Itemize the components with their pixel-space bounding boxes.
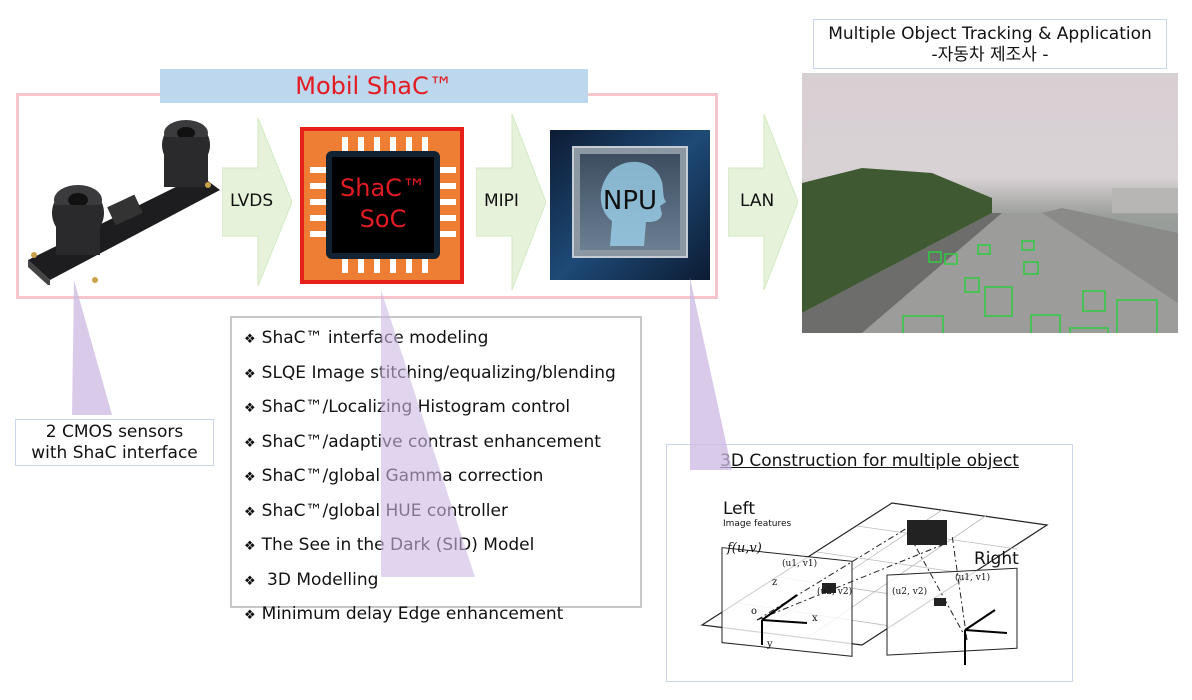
coord-left-u1v1: (u1, v1) <box>782 559 818 569</box>
mipi-label: MIPI <box>484 191 519 211</box>
left-label: Left <box>723 499 755 519</box>
feature-text: Minimum delay Edge enhancement <box>261 604 564 624</box>
feature-text: ShaC™/global Gamma correction <box>261 466 544 486</box>
cmos-label-line2: with ShaC interface <box>31 443 198 463</box>
left-sublabel: Image features <box>723 519 792 529</box>
right-label: Right <box>974 549 1019 569</box>
head-icon <box>600 161 666 246</box>
diamond-bullet-icon: ❖ <box>244 573 256 589</box>
feature-text: SLQE Image stitching/equalizing/blending <box>261 362 616 383</box>
diamond-bullet-icon: ❖ <box>244 608 256 623</box>
cmos-label-line1: 2 CMOS sensors <box>45 422 184 442</box>
cmos-sensor-label: 2 CMOS sensors with ShaC interface <box>15 419 214 466</box>
feature-text: 3D Modelling <box>261 569 379 590</box>
soc-line1: ShaC™ <box>340 174 426 202</box>
diamond-bullet-icon: ❖ <box>244 435 256 451</box>
system-title: Mobil ShaC™ <box>160 69 588 103</box>
feature-item: ❖ ShaC™/adaptive contrast enhancement <box>244 426 640 461</box>
diamond-bullet-icon: ❖ <box>244 401 256 416</box>
axis-z-label: z <box>772 577 778 588</box>
lvds-label: LVDS <box>230 191 274 211</box>
feature-text: ShaC™ interface modeling <box>261 328 489 348</box>
feature-list: ❖ ShaC™ interface modeling ❖ SLQE Image sti… <box>230 316 642 624</box>
func-label: f(u,v) <box>727 541 762 556</box>
diamond-bullet-icon: ❖ <box>244 504 256 520</box>
coord-right-u2v2: (u2, v2) <box>892 587 928 597</box>
lvds-arrow: LVDS <box>221 117 293 287</box>
stereo-geometry-diagram <box>700 502 1049 665</box>
diamond-bullet-icon: ❖ <box>244 539 256 554</box>
feature-item: ❖ The See in the Dark (SID) Model <box>244 529 640 564</box>
tracking-title-line1: Multiple Object Tracking & Application <box>828 24 1152 44</box>
shac-soc-chip: ShaC™ SoC <box>300 127 464 284</box>
feature-text: The See in the Dark (SID) Model <box>261 535 535 555</box>
tracking-title: Multiple Object Tracking & Application -… <box>813 19 1167 69</box>
feature-text: ShaC™/global HUE controller <box>261 500 508 521</box>
3d-construction-panel: 3D Construction for multiple object Left… <box>666 444 1073 682</box>
diamond-bullet-icon: ❖ <box>244 470 256 485</box>
tracking-boxes <box>902 240 1158 333</box>
feature-text: ShaC™/adaptive contrast enhancement <box>261 431 601 452</box>
lan-arrow: LAN <box>727 113 799 291</box>
feature-item: ❖ ShaC™ interface modeling <box>244 322 640 357</box>
feature-item: ❖ SLQE Image stitching/equalizing/blendin… <box>244 357 640 392</box>
3d-construction-title: 3D Construction for multiple object <box>720 451 1019 471</box>
feature-item: ❖ ShaC™/global Gamma correction <box>244 460 640 495</box>
tracking-title-line2: -자동차 제조사 - <box>931 45 1049 65</box>
axis-y-label: y <box>767 639 773 650</box>
feature-text: ShaC™/Localizing Histogram control <box>261 397 571 417</box>
soc-line2: SoC <box>359 205 407 233</box>
lan-label: LAN <box>740 191 775 211</box>
npu-chip-image: NPU <box>550 130 710 280</box>
feature-item: ❖ ShaC™/global HUE controller <box>244 495 640 530</box>
highway-tracking-image <box>802 73 1178 333</box>
npu-callout <box>690 278 732 470</box>
mipi-arrow: MIPI <box>475 113 547 291</box>
camera-callout <box>72 280 112 415</box>
soc-label: ShaC™ SoC <box>332 173 434 235</box>
coord-right-u1v1: (u1, v1) <box>955 573 991 583</box>
npu-label: NPU <box>602 186 658 216</box>
diamond-bullet-icon: ❖ <box>244 366 256 382</box>
highway-scene <box>802 168 1178 333</box>
feature-item: ❖ ShaC™/Localizing Histogram control <box>244 391 640 426</box>
coord-left-u2v2: (u2, v2) <box>817 587 853 597</box>
feature-item: ❖ 3D Modelling <box>244 564 640 599</box>
stereo-camera-image <box>28 120 220 285</box>
axis-origin-label: o <box>751 606 758 617</box>
diamond-bullet-icon: ❖ <box>244 332 256 347</box>
axis-x-label: x <box>812 613 818 624</box>
feature-item: ❖ Minimum delay Edge enhancement <box>244 598 640 633</box>
chip-pins-icon <box>310 137 456 273</box>
